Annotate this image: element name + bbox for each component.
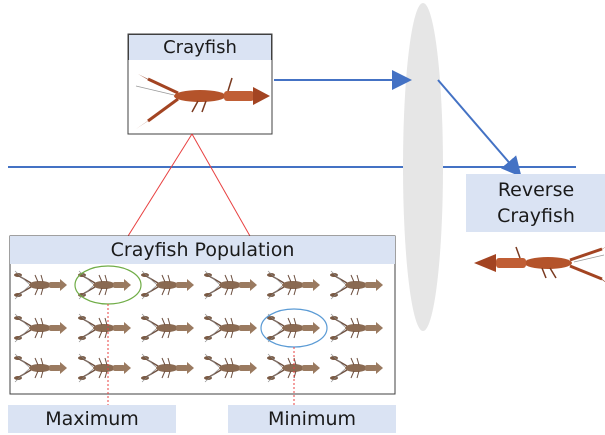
minimum-label: Minimum	[228, 405, 396, 433]
arrow-to-reverse	[438, 80, 519, 174]
maximum-label: Maximum	[8, 405, 176, 433]
population-label: Crayfish Population	[10, 236, 395, 264]
lens-ellipse	[403, 3, 443, 331]
reverse-crayfish-label: Reverse Crayfish	[466, 174, 605, 232]
crayfish-label: Crayfish	[128, 34, 272, 60]
